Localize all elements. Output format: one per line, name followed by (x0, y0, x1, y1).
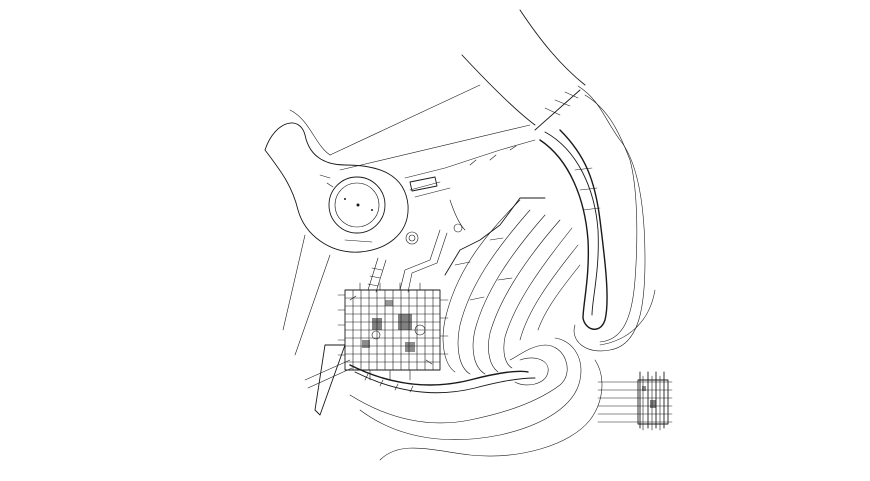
eastern-loop-road (534, 85, 656, 352)
west-boundary (282, 234, 353, 416)
southern-road (349, 337, 603, 461)
northern-road (329, 9, 586, 171)
roundabout (264, 109, 409, 253)
internal-paths (367, 139, 536, 293)
terrain-contours (442, 197, 581, 375)
detail-grid-inset (597, 371, 673, 431)
building-grid (337, 282, 449, 381)
